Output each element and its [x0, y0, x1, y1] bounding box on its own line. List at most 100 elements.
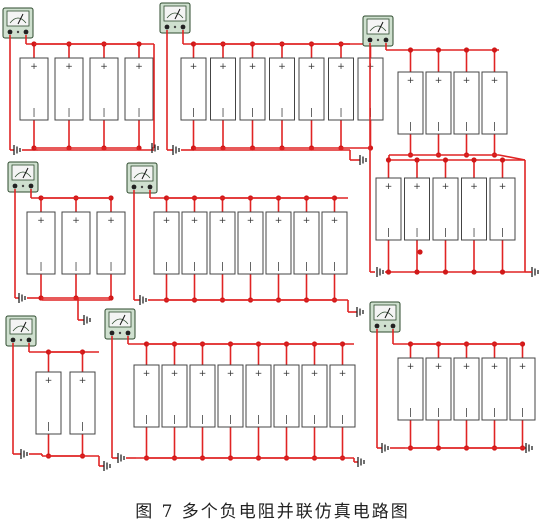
battery-cell-icon: +|	[189, 364, 216, 428]
battery-cell-icon: +|	[265, 211, 292, 275]
cell-body	[96, 211, 126, 275]
junction-node	[417, 249, 423, 255]
cell-plus-sign: +	[303, 216, 311, 226]
battery-cell-icon: +|	[453, 71, 480, 135]
junction-node	[491, 47, 498, 53]
battery-cell-icon: +|	[245, 364, 272, 428]
battery-cell-icon: +|	[210, 57, 236, 121]
circuit-c5: +|+|+|+|+|+|+|	[126, 162, 364, 317]
cell-body	[189, 364, 216, 428]
meter-terminal	[19, 338, 23, 342]
meter-terminal	[26, 337, 32, 343]
junction-node	[463, 47, 470, 53]
ground-icon	[103, 461, 111, 471]
cell-plus-sign: +	[491, 362, 499, 372]
circuit-c1: +|+|+|+|	[2, 7, 159, 155]
cell-plus-sign: +	[463, 362, 471, 372]
battery-cell-icon: +|	[89, 57, 119, 121]
cell-body	[161, 364, 188, 428]
cell-body	[26, 211, 56, 275]
meter-icon	[7, 161, 39, 193]
meter-terminal	[164, 24, 170, 30]
cell-minus-sign: |	[493, 408, 496, 418]
meter-terminal	[383, 324, 387, 328]
cell-minus-sign: |	[310, 108, 313, 118]
cell-minus-sign: |	[173, 415, 176, 425]
circuit-c7: +|+|+|+|+|+|+|+|	[104, 308, 365, 467]
cell-body	[293, 211, 320, 275]
battery-cell-icon: +|	[328, 57, 354, 121]
junction-node	[435, 47, 442, 53]
cell-minus-sign: |	[193, 262, 196, 272]
cell-minus-sign: |	[32, 108, 35, 118]
battery-cell-icon: +|	[153, 211, 180, 275]
meter-terminal	[16, 30, 20, 34]
meter-icon	[5, 315, 37, 347]
cell-body	[269, 57, 295, 121]
meter-needle	[119, 314, 126, 326]
battery-cell-icon: +|	[209, 211, 236, 275]
cell-plus-sign: +	[385, 182, 393, 192]
cell-minus-sign: |	[341, 415, 344, 425]
meter-scale	[376, 311, 394, 318]
battery-cell-icon: +|	[329, 364, 356, 428]
battery-cell-icon: +|	[26, 211, 56, 275]
cell-minus-sign: |	[280, 108, 283, 118]
cell-plus-sign: +	[30, 62, 38, 72]
cell-body	[35, 371, 62, 435]
cell-plus-sign: +	[199, 369, 207, 379]
junction-node	[499, 157, 506, 163]
cell-minus-sign: |	[409, 408, 412, 418]
cell-minus-sign: |	[249, 262, 252, 272]
meter-face	[366, 18, 390, 35]
cell-body	[301, 364, 328, 428]
meter-terminal	[7, 29, 13, 35]
cell-minus-sign: |	[229, 415, 232, 425]
cell-minus-sign: |	[257, 415, 260, 425]
cell-plus-sign: +	[45, 376, 53, 386]
battery-cell-icon: +|	[375, 177, 402, 241]
battery-cell-icon: +|	[425, 357, 452, 421]
meter-terminal	[118, 331, 122, 335]
ground-icon	[356, 307, 364, 317]
meter-icon	[159, 2, 191, 34]
cell-plus-sign: +	[171, 369, 179, 379]
meter-needle	[141, 168, 148, 180]
meter-terminal	[147, 184, 153, 190]
cell-body	[69, 371, 96, 435]
cell-body	[425, 71, 452, 135]
cell-plus-sign: +	[135, 62, 143, 72]
cell-plus-sign: +	[190, 62, 198, 72]
battery-cell-icon: +|	[404, 177, 430, 241]
cell-body	[397, 357, 424, 421]
ground-icon	[525, 443, 533, 453]
meter-scale	[133, 172, 151, 179]
battery-cell-icon: +|	[293, 211, 320, 275]
cell-body	[133, 364, 160, 428]
cell-minus-sign: |	[472, 228, 475, 238]
cell-plus-sign: +	[275, 216, 283, 226]
meter-icon	[369, 301, 401, 333]
cell-minus-sign: |	[74, 262, 77, 272]
cell-plus-sign: +	[247, 216, 255, 226]
cell-body	[328, 57, 354, 121]
junction-node	[471, 269, 477, 275]
meter-scale	[12, 325, 30, 332]
cell-body	[210, 57, 236, 121]
meter-face	[11, 164, 35, 181]
battery-cell-icon: +|	[489, 177, 516, 241]
battery-cell-icon: +|	[509, 357, 536, 421]
cell-body	[481, 71, 508, 135]
cell-body	[329, 364, 356, 428]
cell-plus-sign: +	[491, 76, 499, 86]
cell-minus-sign: |	[277, 262, 280, 272]
battery-cell-icon: +|	[301, 364, 328, 428]
cell-minus-sign: |	[47, 422, 50, 432]
meter-icon	[2, 7, 34, 39]
meter-terminal	[23, 29, 29, 35]
circuit-c3: +|+|+|+|+|+|+|+|+|	[362, 15, 539, 277]
meter-needle	[384, 307, 391, 319]
junction-node	[407, 47, 414, 53]
cell-plus-sign: +	[79, 376, 87, 386]
battery-cell-icon: +|	[180, 57, 207, 121]
